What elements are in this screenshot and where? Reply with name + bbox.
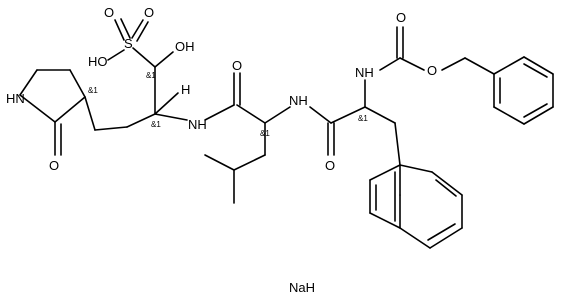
- atom-label-o: O: [144, 5, 154, 20]
- backbone-bonds: [84, 18, 188, 131]
- atom-label-o: O: [396, 10, 406, 25]
- atom-label-ho: HO: [88, 54, 108, 69]
- stereo-mark: &1: [88, 86, 98, 95]
- atom-labels: O O S HO OH H HN O NH O NH O NH O O NaH: [6, 5, 437, 294]
- atom-label-nh: NH: [355, 65, 374, 80]
- atom-label-nh: NH: [289, 93, 308, 108]
- atom-label-o: O: [104, 5, 114, 20]
- atom-label-nh: NH: [188, 117, 207, 132]
- naphthalene-ring: [369, 164, 463, 249]
- atom-label-hn: HN: [6, 91, 25, 106]
- benzene-ring: [493, 56, 554, 125]
- atom-label-o: O: [325, 158, 335, 173]
- naphthylalanine-residue: [309, 79, 401, 166]
- atom-label-oh: OH: [175, 39, 195, 54]
- cbz-group: [379, 26, 495, 75]
- leucine-residue: [204, 72, 291, 204]
- counterion-label: NaH: [289, 280, 315, 294]
- stereo-mark: &1: [151, 120, 161, 129]
- stereo-mark: &1: [358, 114, 368, 123]
- atom-label-o: O: [427, 63, 437, 78]
- atom-label-o: O: [49, 158, 59, 173]
- stereo-mark: &1: [146, 71, 156, 80]
- atom-label-o: O: [232, 58, 242, 73]
- atom-label-s: S: [124, 36, 133, 51]
- stereo-marks: &1 &1 &1 &1 &1: [88, 71, 368, 138]
- atom-label-h: H: [181, 82, 190, 97]
- pyrrolidinone-ring: [19, 69, 86, 156]
- stereo-mark: &1: [260, 129, 270, 138]
